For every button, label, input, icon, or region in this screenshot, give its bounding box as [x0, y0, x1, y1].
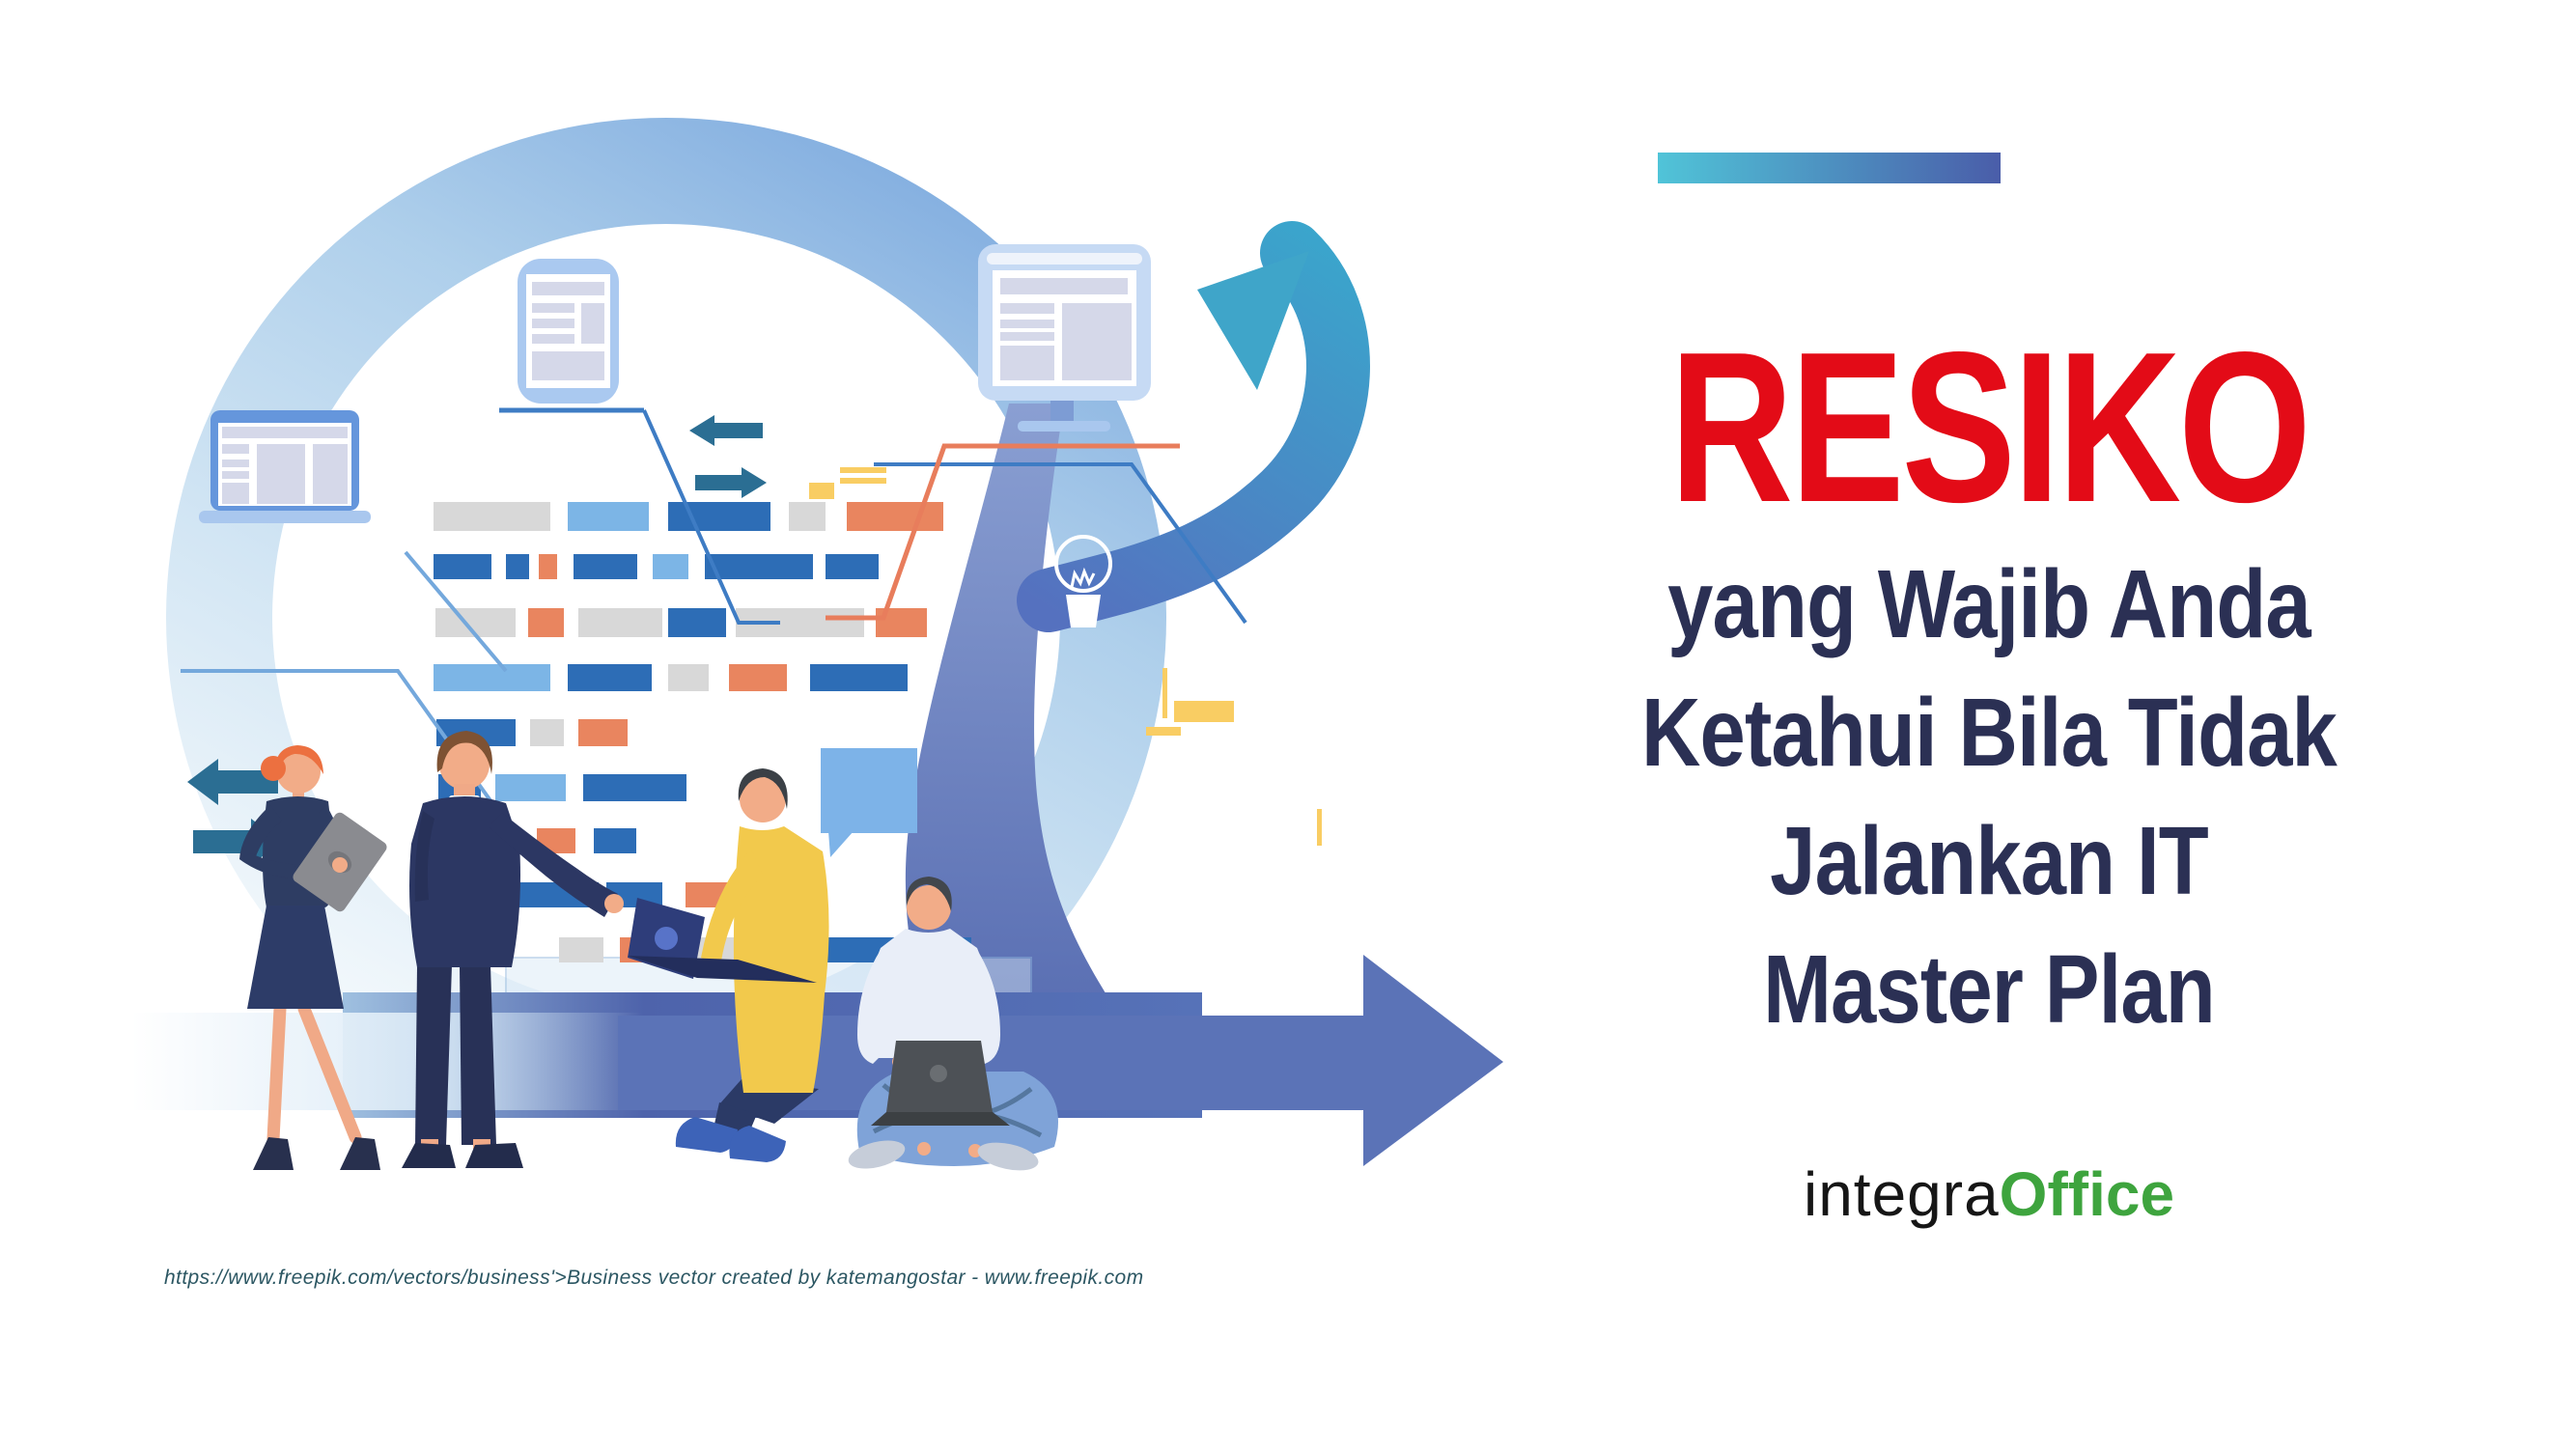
document-diagonal [642, 409, 780, 625]
lightbulb-icon [1054, 535, 1112, 627]
attribution: https://www.freepik.com/vectors/business… [164, 1267, 1144, 1289]
loop-arrow-icon [1017, 221, 1370, 632]
gantt-bar [434, 554, 491, 579]
developer-yellow-shirt [628, 768, 829, 1162]
businessman [402, 731, 624, 1168]
navy-laptop-icon [628, 898, 817, 983]
gantt-bar [810, 664, 908, 691]
gantt-bar [578, 719, 628, 746]
developer-cross-legged [848, 877, 1058, 1171]
gantt-bar [847, 502, 943, 531]
transfer-arrows-icon [689, 415, 767, 498]
gantt-bar [729, 664, 787, 691]
loop-arrowhead [1197, 251, 1309, 390]
white-dash [428, 336, 474, 350]
subtitle-line-2: Ketahui Bila Tidak [1640, 679, 2338, 787]
subtitle-line-1: yang Wajib Anda [1667, 550, 2311, 658]
gantt-bar [528, 608, 564, 637]
gantt-bar [568, 502, 649, 531]
logo-integra: integra [1803, 1159, 2000, 1229]
yellow-notes [809, 467, 886, 499]
list-flag-icon [1146, 668, 1322, 846]
gantt-bar [668, 664, 709, 691]
accent-bar [1658, 153, 2001, 183]
gantt-bar [578, 608, 662, 637]
upper-diagonal [404, 550, 508, 673]
gantt-bar [434, 502, 550, 531]
gantt-bar [574, 554, 637, 579]
laptop-icon [199, 410, 371, 523]
gantt-bar [668, 608, 726, 637]
document-icon [518, 259, 619, 404]
gantt-bar [653, 554, 688, 579]
speech-bubble-icon [821, 748, 917, 857]
gantt-bar [434, 664, 550, 691]
monitor-connector [874, 462, 1247, 625]
subtitle-line-4: Master Plan [1763, 935, 2216, 1044]
gantt-bar [539, 554, 557, 579]
wall-panel-light [131, 1013, 643, 1110]
gantt-bar [594, 828, 636, 853]
logo-office: Office [1999, 1159, 2175, 1229]
businesswoman [239, 745, 387, 1170]
gantt-bar [506, 554, 529, 579]
gantt-bar [568, 664, 652, 691]
headline: RESIKO [1669, 308, 2311, 547]
logo: integraOffice [1492, 1158, 2486, 1230]
gantt-bar [789, 502, 826, 531]
gantt-bar [705, 554, 813, 579]
gantt-bar [668, 502, 770, 531]
monitor-icon [978, 244, 1151, 432]
gantt-bar [826, 554, 879, 579]
gray-laptop-icon [871, 1041, 1010, 1126]
loop-tail-band [905, 404, 1168, 1086]
subtitle-block: yang Wajib Anda Ketahui Bila Tidak Jalan… [1566, 541, 2412, 1054]
gantt-bar [530, 719, 564, 746]
subtitle-line-3: Jalankan IT [1770, 807, 2208, 915]
orange-connector [826, 443, 1180, 621]
gantt-bar [583, 774, 686, 801]
gantt-bar [559, 937, 603, 962]
gantt-bar [495, 774, 566, 801]
